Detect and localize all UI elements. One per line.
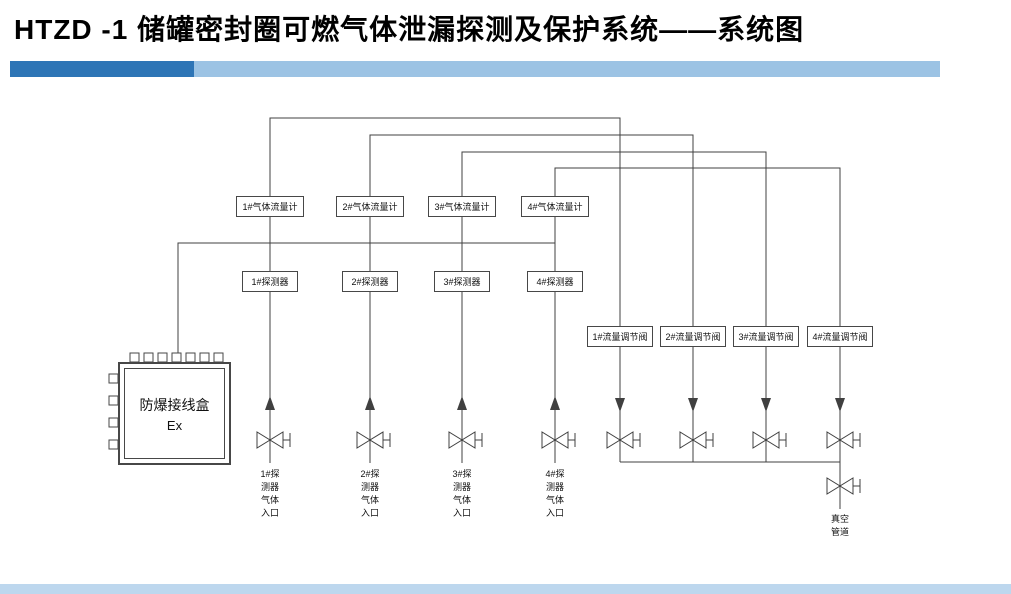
line-loop-3 (461, 151, 767, 463)
junction-box: 防爆接线盒 Ex (118, 362, 231, 465)
valve-icon (448, 431, 483, 449)
flow-arrow-down-icon (615, 398, 625, 412)
flow-arrow-up-icon (550, 396, 560, 410)
regulating-valve-2-box: 2#流量调节阀 (660, 326, 726, 347)
footer-bar (0, 584, 1011, 594)
junction-box-wire (177, 242, 555, 362)
flow-arrow-down-icon (835, 398, 845, 412)
valve-icon (826, 431, 861, 449)
flow-arrow-up-icon (365, 396, 375, 410)
line-loop-2 (369, 134, 694, 463)
title-underline-light (194, 61, 940, 77)
inlet-label-1: 1#探 测器 气体 入口 (260, 469, 280, 518)
junction-box-ex-label: Ex (166, 417, 183, 433)
vacuum-pipe-label: 真空 管道 (830, 514, 849, 537)
valve-icon (606, 431, 641, 449)
detector-2-box: 2#探测器 (342, 271, 398, 292)
inlet-label-2: 2#探 测器 气体 入口 (360, 469, 380, 518)
flow-arrow-down-icon (688, 398, 698, 412)
flow-meter-2-box: 2#气体流量计 (336, 196, 404, 217)
flow-arrow-up-icon (457, 396, 467, 410)
junction-box-label: 防爆接线盒 (139, 396, 210, 413)
flow-meter-4-box: 4#气体流量计 (521, 196, 589, 217)
page-title: HTZD -1 储罐密封圈可燃气体泄漏探测及保护系统——系统图 (14, 14, 805, 45)
flow-meter-3-box: 3#气体流量计 (428, 196, 496, 217)
regulating-valve-3-box: 3#流量调节阀 (733, 326, 799, 347)
piping-lines (177, 117, 841, 509)
line-loop-4 (554, 167, 841, 463)
valve-icon (679, 431, 714, 449)
valve-icon (356, 431, 391, 449)
vacuum-valve-icon (826, 477, 861, 495)
valve-icon (541, 431, 576, 449)
flow-arrow-up-icon (265, 396, 275, 410)
flow-arrows (265, 396, 845, 412)
valve-icon (752, 431, 787, 449)
inlet-label-3: 3#探 测器 气体 入口 (452, 469, 472, 518)
flow-arrow-down-icon (761, 398, 771, 412)
detector-3-box: 3#探测器 (434, 271, 490, 292)
detector-1-box: 1#探测器 (242, 271, 298, 292)
regulating-valve-1-box: 1#流量调节阀 (587, 326, 653, 347)
valve-icon (256, 431, 291, 449)
vacuum-manifold-line (620, 461, 841, 509)
title-underline-dark (10, 61, 194, 77)
regulating-valve-4-box: 4#流量调节阀 (807, 326, 873, 347)
inlet-label-4: 4#探 测器 气体 入口 (545, 469, 565, 518)
flow-meter-1-box: 1#气体流量计 (236, 196, 304, 217)
junction-box-inner: 防爆接线盒 Ex (124, 368, 225, 459)
detector-4-box: 4#探测器 (527, 271, 583, 292)
